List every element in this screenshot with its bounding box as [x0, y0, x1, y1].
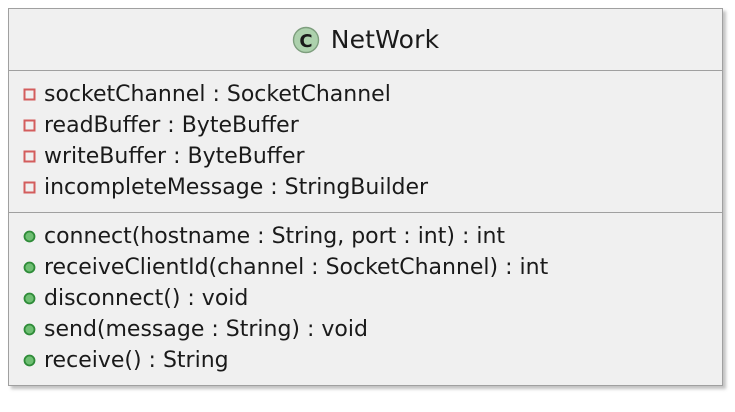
method-label: disconnect() : void — [44, 285, 249, 311]
method-row[interactable]: connect(hostname : String, port : int) :… — [9, 221, 722, 252]
public-circle-icon — [23, 354, 36, 367]
class-title-compartment: C NetWork — [9, 9, 722, 71]
attribute-label: writeBuffer : ByteBuffer — [44, 143, 305, 169]
class-stereotype-icon: C — [292, 26, 319, 53]
method-row[interactable]: receiveClientId(channel : SocketChannel)… — [9, 252, 722, 283]
public-circle-icon — [23, 292, 36, 305]
public-circle-icon — [23, 230, 36, 243]
uml-class-box-network[interactable]: C NetWork socketChannel : SocketChannel … — [8, 8, 723, 386]
public-circle-icon — [23, 261, 36, 274]
method-label: send(message : String) : void — [44, 316, 368, 342]
attribute-row[interactable]: writeBuffer : ByteBuffer — [9, 141, 722, 172]
attribute-label: readBuffer : ByteBuffer — [44, 112, 299, 138]
class-name-label: NetWork — [330, 25, 440, 54]
attribute-label: incompleteMessage : StringBuilder — [44, 174, 429, 200]
attribute-label: socketChannel : SocketChannel — [44, 81, 391, 107]
method-label: connect(hostname : String, port : int) :… — [44, 223, 506, 249]
private-square-icon — [23, 150, 36, 163]
attribute-row[interactable]: readBuffer : ByteBuffer — [9, 110, 722, 141]
attribute-row[interactable]: socketChannel : SocketChannel — [9, 79, 722, 110]
method-label: receive() : String — [44, 347, 229, 373]
public-circle-icon — [23, 323, 36, 336]
svg-text:C: C — [299, 31, 312, 52]
method-row[interactable]: send(message : String) : void — [9, 314, 722, 345]
class-methods-compartment: connect(hostname : String, port : int) :… — [9, 213, 722, 385]
method-label: receiveClientId(channel : SocketChannel)… — [44, 254, 549, 280]
method-row[interactable]: receive() : String — [9, 345, 722, 376]
method-row[interactable]: disconnect() : void — [9, 283, 722, 314]
class-attributes-compartment: socketChannel : SocketChannel readBuffer… — [9, 71, 722, 213]
private-square-icon — [23, 88, 36, 101]
attribute-row[interactable]: incompleteMessage : StringBuilder — [9, 172, 722, 203]
private-square-icon — [23, 119, 36, 132]
private-square-icon — [23, 181, 36, 194]
